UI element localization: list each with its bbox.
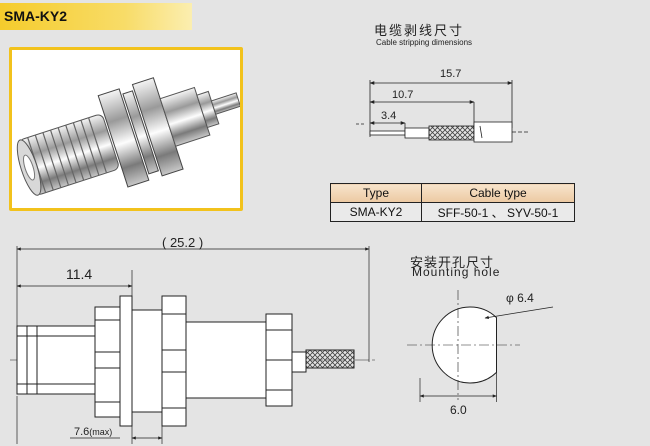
overall-length-label: ( 25.2 ) xyxy=(162,235,204,250)
front-length-label: 11.4 xyxy=(66,266,93,282)
panel-thickness-note: (max) xyxy=(89,427,113,437)
strip-dim-total: 15.7 xyxy=(440,68,462,80)
mounting-hole-title-en: Mounting hole xyxy=(412,265,501,279)
spec-cell-type: SMA-KY2 xyxy=(330,202,422,222)
strip-dim-mid: 10.7 xyxy=(392,89,414,101)
stripping-title-cn: 电缆剥线尺寸 xyxy=(374,24,465,39)
stripping-diagram xyxy=(356,80,528,143)
panel-thickness-label: 7.6(max) xyxy=(74,426,112,438)
title-bar xyxy=(0,3,192,30)
hole-flat-width-label: 6.0 xyxy=(450,403,467,417)
mounting-hole-title-cn: 安装开孔尺寸 xyxy=(410,256,495,271)
product-title: SMA-KY2 xyxy=(4,8,68,24)
spec-cell-cable-type: SFF-50-1 、 SYV-50-1 xyxy=(421,202,575,222)
connector-photo-illustration xyxy=(16,77,240,196)
spec-header-type: Type xyxy=(330,183,422,203)
table-row: SMA-KY2 SFF-50-1 、 SYV-50-1 xyxy=(330,202,575,222)
panel-thickness-value: 7.6 xyxy=(74,426,90,438)
stripping-title-en: Cable stripping dimensions xyxy=(376,38,473,47)
strip-dim-short: 3.4 xyxy=(381,110,397,122)
connector-side-drawing xyxy=(10,246,375,444)
hole-diameter-label: φ 6.4 xyxy=(506,291,534,305)
mounting-hole-drawing xyxy=(407,290,554,402)
product-photo xyxy=(9,47,243,211)
spec-table: Type Cable type SMA-KY2 SFF-50-1 、 SYV-5… xyxy=(330,183,575,222)
